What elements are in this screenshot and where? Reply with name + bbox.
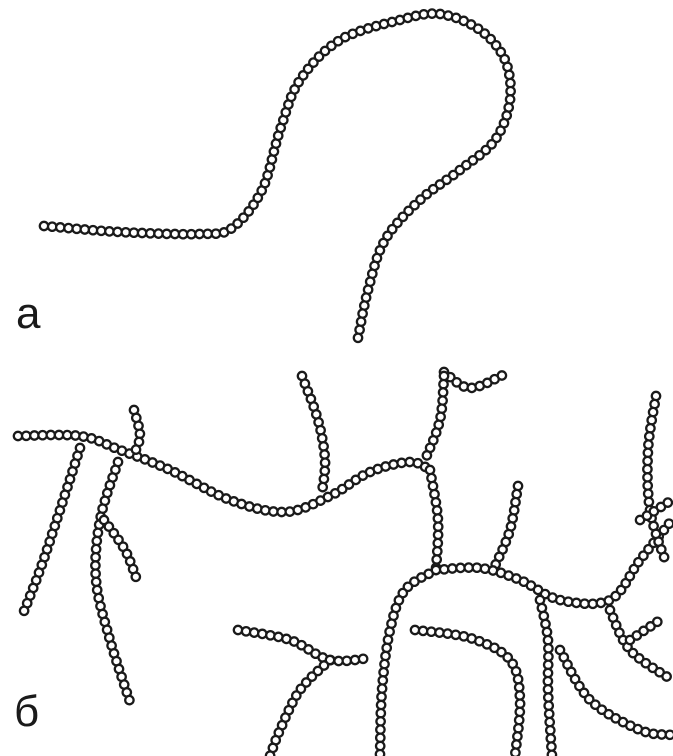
branch-right-low: [556, 646, 673, 739]
vertical-mid: [426, 466, 443, 572]
branch-right-down: [536, 596, 556, 756]
bead: [660, 553, 668, 561]
branch-top-2: [440, 368, 506, 392]
branch-lower-right: [411, 626, 525, 756]
bead: [125, 696, 133, 704]
branch-far-right: [643, 392, 668, 562]
linear-chain: [40, 9, 515, 342]
bead: [20, 607, 28, 615]
bead: [666, 731, 673, 739]
backbone-right: [432, 520, 673, 609]
branch-lower-mid: [266, 656, 334, 756]
bead: [505, 71, 513, 79]
branch-left-1: [20, 444, 84, 615]
branch-right-3: [626, 618, 662, 645]
bead: [93, 586, 101, 594]
bead: [426, 466, 434, 474]
bead: [376, 750, 384, 756]
bead: [94, 529, 102, 537]
bead: [664, 498, 672, 506]
panel-b-branched-chain: [14, 368, 673, 756]
bead: [498, 371, 506, 379]
branch-lower-left: [234, 626, 367, 665]
bead: [512, 740, 520, 748]
branch-top-1: [298, 372, 330, 492]
bead: [653, 618, 661, 626]
branch-left-small: [100, 516, 140, 581]
bead: [665, 520, 673, 528]
bead: [357, 318, 365, 326]
panel-b-label: б: [14, 690, 39, 734]
bead: [423, 451, 431, 459]
branch-right-2: [606, 606, 671, 681]
bead: [132, 573, 140, 581]
panel-a-label: а: [16, 292, 40, 336]
branch-small-top: [130, 406, 144, 454]
bead: [319, 483, 327, 491]
branch-top-3: [423, 372, 449, 460]
bead: [452, 631, 460, 639]
bead: [543, 628, 551, 636]
bead: [514, 675, 522, 683]
bead: [429, 482, 437, 490]
bead: [354, 334, 362, 342]
bead: [662, 672, 670, 680]
ring-right: [376, 566, 440, 756]
bead: [132, 445, 140, 453]
branch-left-2: [91, 458, 133, 705]
bead: [266, 752, 274, 756]
bead: [359, 655, 367, 663]
bead: [358, 309, 366, 317]
bead: [511, 749, 519, 756]
bead: [548, 751, 556, 756]
branch-mid-up: [492, 482, 523, 569]
bead: [510, 506, 518, 514]
panel-a-linear-chain: [40, 9, 515, 342]
